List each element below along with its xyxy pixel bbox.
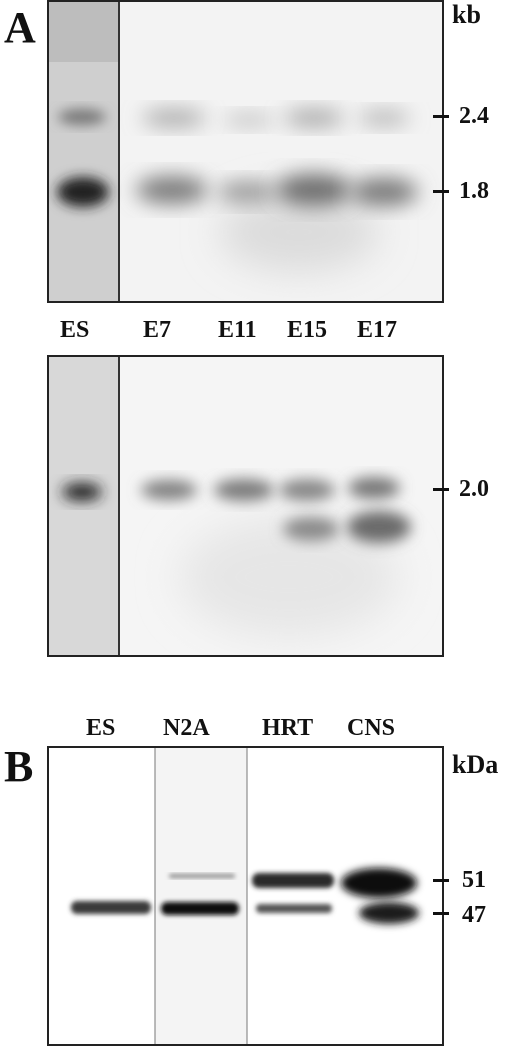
marker-label-1-8: 1.8 <box>459 178 489 204</box>
panel-a-letter: A <box>4 3 36 52</box>
marker-tick-2-0 <box>433 488 449 491</box>
northern-blot-top <box>47 0 444 303</box>
lane-label-b-cns: CNS <box>347 715 396 741</box>
lane-label-b-n2a: N2A <box>163 715 210 741</box>
lane-label-b-es: ES <box>86 715 116 741</box>
marker-tick-2-4 <box>433 115 449 118</box>
lane-label-e17: E17 <box>357 317 398 343</box>
marker-tick-51 <box>433 879 449 882</box>
lane-label-es: ES <box>60 317 90 343</box>
panel-a-unit: kb <box>452 0 481 29</box>
lane-label-e11: E11 <box>218 317 257 343</box>
panel-b-letter: B <box>4 742 34 791</box>
northern-blot-bottom <box>47 355 444 657</box>
northern-blot-bottom-image <box>49 357 442 655</box>
marker-label-2-0: 2.0 <box>459 476 489 502</box>
marker-tick-47 <box>433 912 449 915</box>
marker-label-51: 51 <box>462 867 486 893</box>
marker-tick-1-8 <box>433 190 449 193</box>
lane-label-e7: E7 <box>143 317 172 343</box>
western-blot <box>47 746 444 1046</box>
panel-b-unit: kDa <box>452 750 499 779</box>
northern-blot-top-image <box>49 2 442 301</box>
western-blot-image <box>49 748 442 1044</box>
marker-label-47: 47 <box>462 902 486 928</box>
lane-label-b-hrt: HRT <box>262 715 314 741</box>
marker-label-2-4: 2.4 <box>459 103 489 129</box>
lane-label-e15: E15 <box>287 317 328 343</box>
